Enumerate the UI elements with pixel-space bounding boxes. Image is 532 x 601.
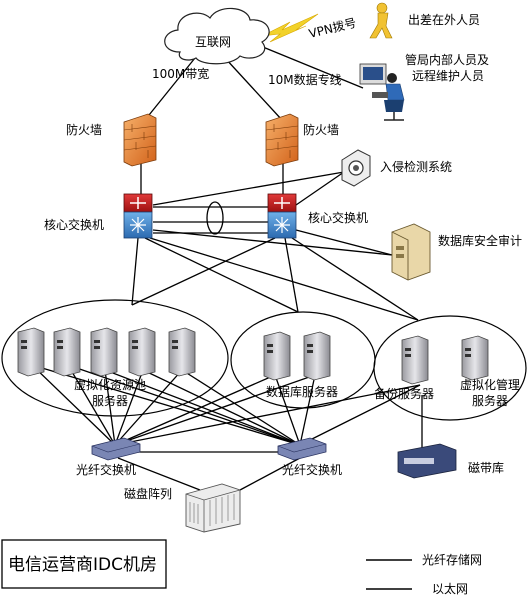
link-internet-firewall-left	[144, 57, 196, 121]
traveling-person-icon	[369, 2, 393, 39]
internet-cloud: 互联网	[164, 7, 270, 65]
connection-lines	[31, 44, 423, 491]
link-core-audit-right	[295, 229, 393, 256]
db-server-label: 数据库服务器	[266, 384, 338, 399]
site-title: 电信运营商IDC机房	[8, 555, 157, 575]
vpn-label: VPN拨号	[307, 16, 357, 41]
backup-mgmt-group	[373, 315, 527, 421]
internal-staff-icon	[359, 63, 405, 121]
fiber-links	[31, 364, 423, 491]
trunk-bundle-ellipse	[206, 201, 224, 235]
core-switch-right-label: 核心交换机	[308, 210, 368, 225]
virt-mgmt-server	[461, 335, 489, 381]
tape-library-label: 磁带库	[468, 460, 504, 475]
bandwidth-label: 100M带宽	[152, 66, 209, 81]
db-audit-label: 数据库安全审计	[438, 233, 522, 248]
core-switch-left-label: 核心交换机	[44, 217, 104, 232]
link-core-right-backup	[291, 237, 419, 321]
link-core-left-virtpool	[131, 237, 139, 306]
firewall-right-label: 防火墙	[303, 122, 339, 137]
virt-server-2	[53, 327, 81, 377]
dedicated-line-label: 10M数据专线	[268, 72, 342, 87]
virt-server-5	[168, 327, 196, 377]
fiber-switch-left-label: 光纤交换机	[76, 462, 136, 477]
link-internet-internal-staff	[257, 44, 364, 89]
virt-server-1	[17, 327, 45, 377]
link-core-right-virtpool	[131, 237, 276, 306]
virt-pool-label-1: 虚拟化资源池	[74, 378, 146, 392]
link-internet-firewall-right	[224, 57, 283, 121]
firewall-left-label: 防火墙	[66, 122, 102, 137]
tape-library-icon	[397, 443, 457, 479]
virt-mgmt-label-1: 虚拟化管理	[460, 377, 520, 392]
fiber-switch-right-icon	[277, 437, 327, 461]
site-title-box	[1, 539, 167, 589]
disk-array-icon	[185, 483, 241, 533]
db-server-2	[303, 331, 331, 381]
legend: 光纤存储网 以太网	[366, 552, 482, 596]
firewall-right-icon	[265, 113, 299, 167]
disk-array-label: 磁盘阵列	[124, 486, 172, 501]
db-server-1	[263, 331, 291, 381]
virt-mgmt-label-2: 服务器	[472, 393, 508, 408]
backup-server	[401, 335, 429, 385]
ids-camera-icon	[341, 149, 371, 187]
firewall-left-icon	[123, 113, 157, 167]
legend-fiber-label: 光纤存储网	[422, 552, 482, 567]
link-core-left-db	[144, 237, 299, 313]
virt-pool-label-2: 服务器	[92, 393, 128, 408]
core-switch-right-icon	[267, 193, 297, 239]
virt-server-3	[90, 327, 118, 377]
servers	[17, 327, 489, 385]
backup-server-label: 备份服务器	[374, 386, 434, 401]
core-switch-left-icon	[123, 193, 153, 239]
link-core-left-backup	[149, 237, 419, 321]
vpn-lightning-icon	[261, 13, 319, 43]
link-core-right-db	[284, 237, 299, 313]
fiber-switch-right-label: 光纤交换机	[282, 462, 342, 477]
traveling-staff-label: 出差在外人员	[408, 13, 480, 27]
link-core-audit-left	[152, 229, 393, 256]
ids-label: 入侵检测系统	[380, 159, 452, 174]
virt-server-4	[128, 327, 156, 377]
db-audit-server-icon	[391, 223, 431, 281]
internal-staff-label-1: 管局内部人员及	[405, 52, 489, 67]
virt-pool-group	[1, 299, 229, 417]
internal-staff-label-2: 远程维护人员	[412, 68, 484, 83]
cloud-label: 互联网	[195, 35, 231, 49]
link-core-ids-right	[295, 171, 345, 206]
link-core-ids-left	[152, 171, 345, 206]
fiber-switch-left-icon	[91, 437, 141, 461]
legend-ethernet-label: 以太网	[432, 581, 468, 596]
